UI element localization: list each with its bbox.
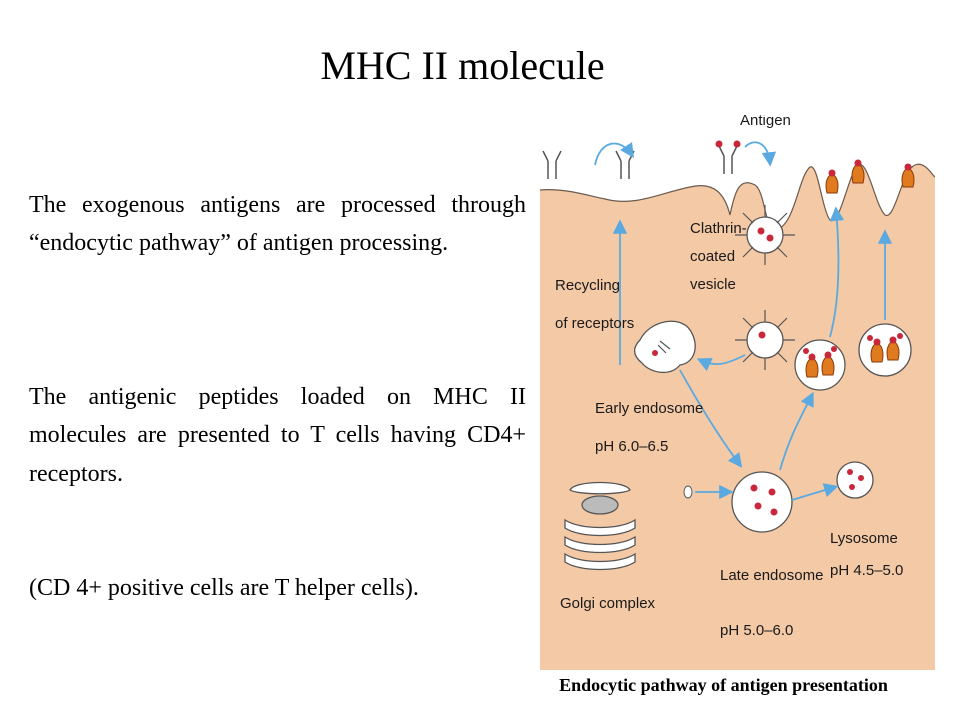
- paragraph-mhc-presentation: The antigenic peptides loaded on MHC II …: [29, 384, 526, 487]
- paragraph-endocytic-pathway: The exogenous antigens are processed thr…: [29, 192, 526, 257]
- clathrin-vesicle-lower: [735, 310, 795, 370]
- label-lysosome: Lysosome: [830, 530, 898, 547]
- arrow-late-to-mhc: [779, 391, 814, 471]
- paragraph-cd4-helper: (CD 4+ positive cells are T helper cells…: [29, 575, 419, 601]
- arrow-late-to-lysosome: [791, 483, 839, 501]
- clathrin-vesicle-top: [735, 205, 795, 265]
- label-golgi: Golgi complex: [560, 595, 656, 612]
- label-late-endosome: Late endosome: [720, 567, 823, 584]
- cytoplasm: [540, 164, 935, 670]
- mhc-vesicle-1: [794, 339, 846, 391]
- label-recycling-1: Recycling: [555, 277, 620, 294]
- surface-receptor-left: [542, 150, 562, 180]
- arrow-antigen-in: [744, 141, 777, 167]
- mhc-surface-1: [825, 169, 839, 194]
- arrow-vesicle-to-early: [696, 354, 746, 372]
- label-early-endosome: Early endosome: [595, 400, 703, 417]
- endocytic-pathway-diagram: Antigen Clathrin- coated vesicle Recycli…: [540, 115, 935, 670]
- slide-title: MHC II molecule: [320, 43, 605, 88]
- lysosome: [836, 461, 874, 499]
- label-clathrin-1: Clathrin-: [690, 220, 747, 237]
- arrow-early-to-late: [679, 369, 743, 468]
- arrow-mhc-to-surface-1: [829, 206, 845, 338]
- arrow-recycle-up: [594, 142, 634, 166]
- label-lysosome-ph: pH 4.5–5.0: [830, 562, 903, 579]
- early-endosome: [633, 320, 696, 373]
- label-clathrin-3: vesicle: [690, 276, 736, 293]
- label-early-ph: pH 6.0–6.5: [595, 438, 668, 455]
- late-endosome: [731, 471, 793, 533]
- antigen-receptor: [715, 140, 741, 175]
- label-late-ph: pH 5.0–6.0: [720, 622, 793, 639]
- mhc-surface-2: [851, 159, 865, 184]
- label-recycling-2: of receptors: [555, 315, 634, 332]
- diagram-caption: Endocytic pathway of antigen presentatio…: [559, 675, 888, 695]
- mhc-vesicle-2: [858, 323, 912, 377]
- golgi-complex: [564, 481, 636, 571]
- label-clathrin-2: coated: [690, 248, 735, 265]
- label-antigen: Antigen: [740, 115, 791, 129]
